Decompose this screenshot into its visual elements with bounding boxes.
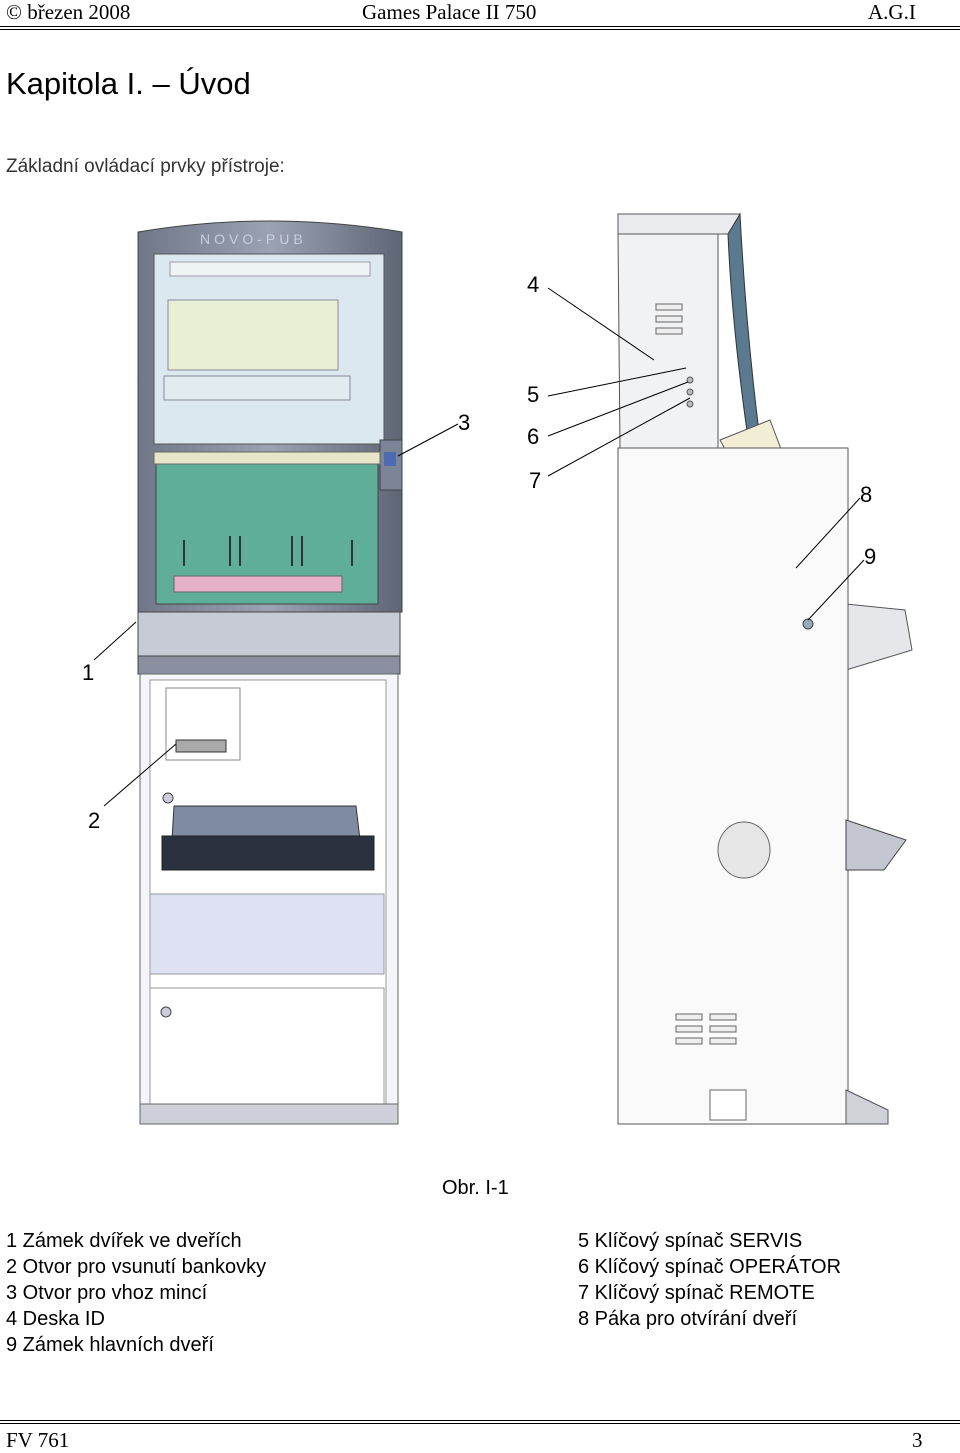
callout-7: 7 [529, 468, 541, 493]
header-author: A.G.I [868, 0, 916, 24]
section-subtitle: Základní ovládací prvky přístroje: [6, 156, 285, 177]
legend-item: 6 Klíčový spínač OPERÁTOR [578, 1256, 842, 1278]
callout-2: 2 [88, 808, 100, 833]
legend-item: 2 Otvor pro vsunutí bankovky [6, 1256, 267, 1278]
bill-slot [175, 739, 227, 753]
speaker-grille [717, 821, 771, 879]
pink-bar [173, 575, 343, 593]
footer-rule [0, 1420, 960, 1421]
legend-item: 1 Zámek dvířek ve dveřích [6, 1230, 242, 1252]
callout-4: 4 [527, 272, 539, 297]
legend-item: 7 Klíčový spínač REMOTE [578, 1282, 815, 1304]
side-tray [845, 819, 907, 871]
callout-8: 8 [860, 482, 872, 507]
callout-numbers: 1 2 3 4 5 6 7 8 9 [82, 272, 876, 833]
legend-item: 3 Otvor pro vhoz mincí [6, 1282, 208, 1304]
callout-5: 5 [527, 382, 539, 407]
legend-item: 4 Deska ID [6, 1308, 105, 1330]
header-rule-2 [0, 29, 960, 30]
front-ledge [137, 611, 401, 657]
id-board-panel [167, 299, 339, 371]
cabinet-figure: NOVO-PUB [0, 200, 960, 1140]
callout-9: 9 [864, 544, 876, 569]
footer-rule-2 [0, 1423, 960, 1424]
footer-doc-id: FV 761 [6, 1428, 70, 1452]
callout-6: 6 [527, 424, 539, 449]
front-view: NOVO-PUB [137, 220, 403, 1125]
header-date: © březen 2008 [6, 0, 131, 24]
header-rule [0, 26, 960, 27]
callout-1: 1 [82, 660, 94, 685]
chapter-title: Kapitola I. – Úvod [6, 66, 251, 101]
legend-right: 5 Klíčový spínač SERVIS 6 Klíčový spínač… [578, 1228, 841, 1332]
front-info-panel [149, 893, 385, 975]
cabinet-drawing: NOVO-PUB [82, 212, 913, 1125]
coin-tray [171, 805, 361, 841]
main-door-lock [160, 1006, 172, 1018]
legend-item: 5 Klíčový spínač SERVIS [578, 1230, 803, 1252]
callout-3: 3 [458, 410, 470, 435]
legend-left: 1 Zámek dvířek ve dveřích 2 Otvor pro vs… [6, 1228, 266, 1358]
legend-item: 8 Páka pro otvírání dveří [578, 1308, 798, 1330]
page-footer: FV 761 3 [0, 1428, 960, 1452]
page-number: 3 [912, 1428, 923, 1452]
header-product: Games Palace II 750 [362, 0, 537, 24]
page-header: © březen 2008 Games Palace II 750 A.G.I [0, 0, 960, 26]
side-view [617, 212, 913, 1125]
legend-item: 9 Zámek hlavních dveří [6, 1334, 214, 1356]
callout-leaders [93, 287, 865, 807]
cabinet-logo: NOVO-PUB [200, 231, 307, 247]
figure-caption: Obr. I-1 [442, 1177, 509, 1199]
